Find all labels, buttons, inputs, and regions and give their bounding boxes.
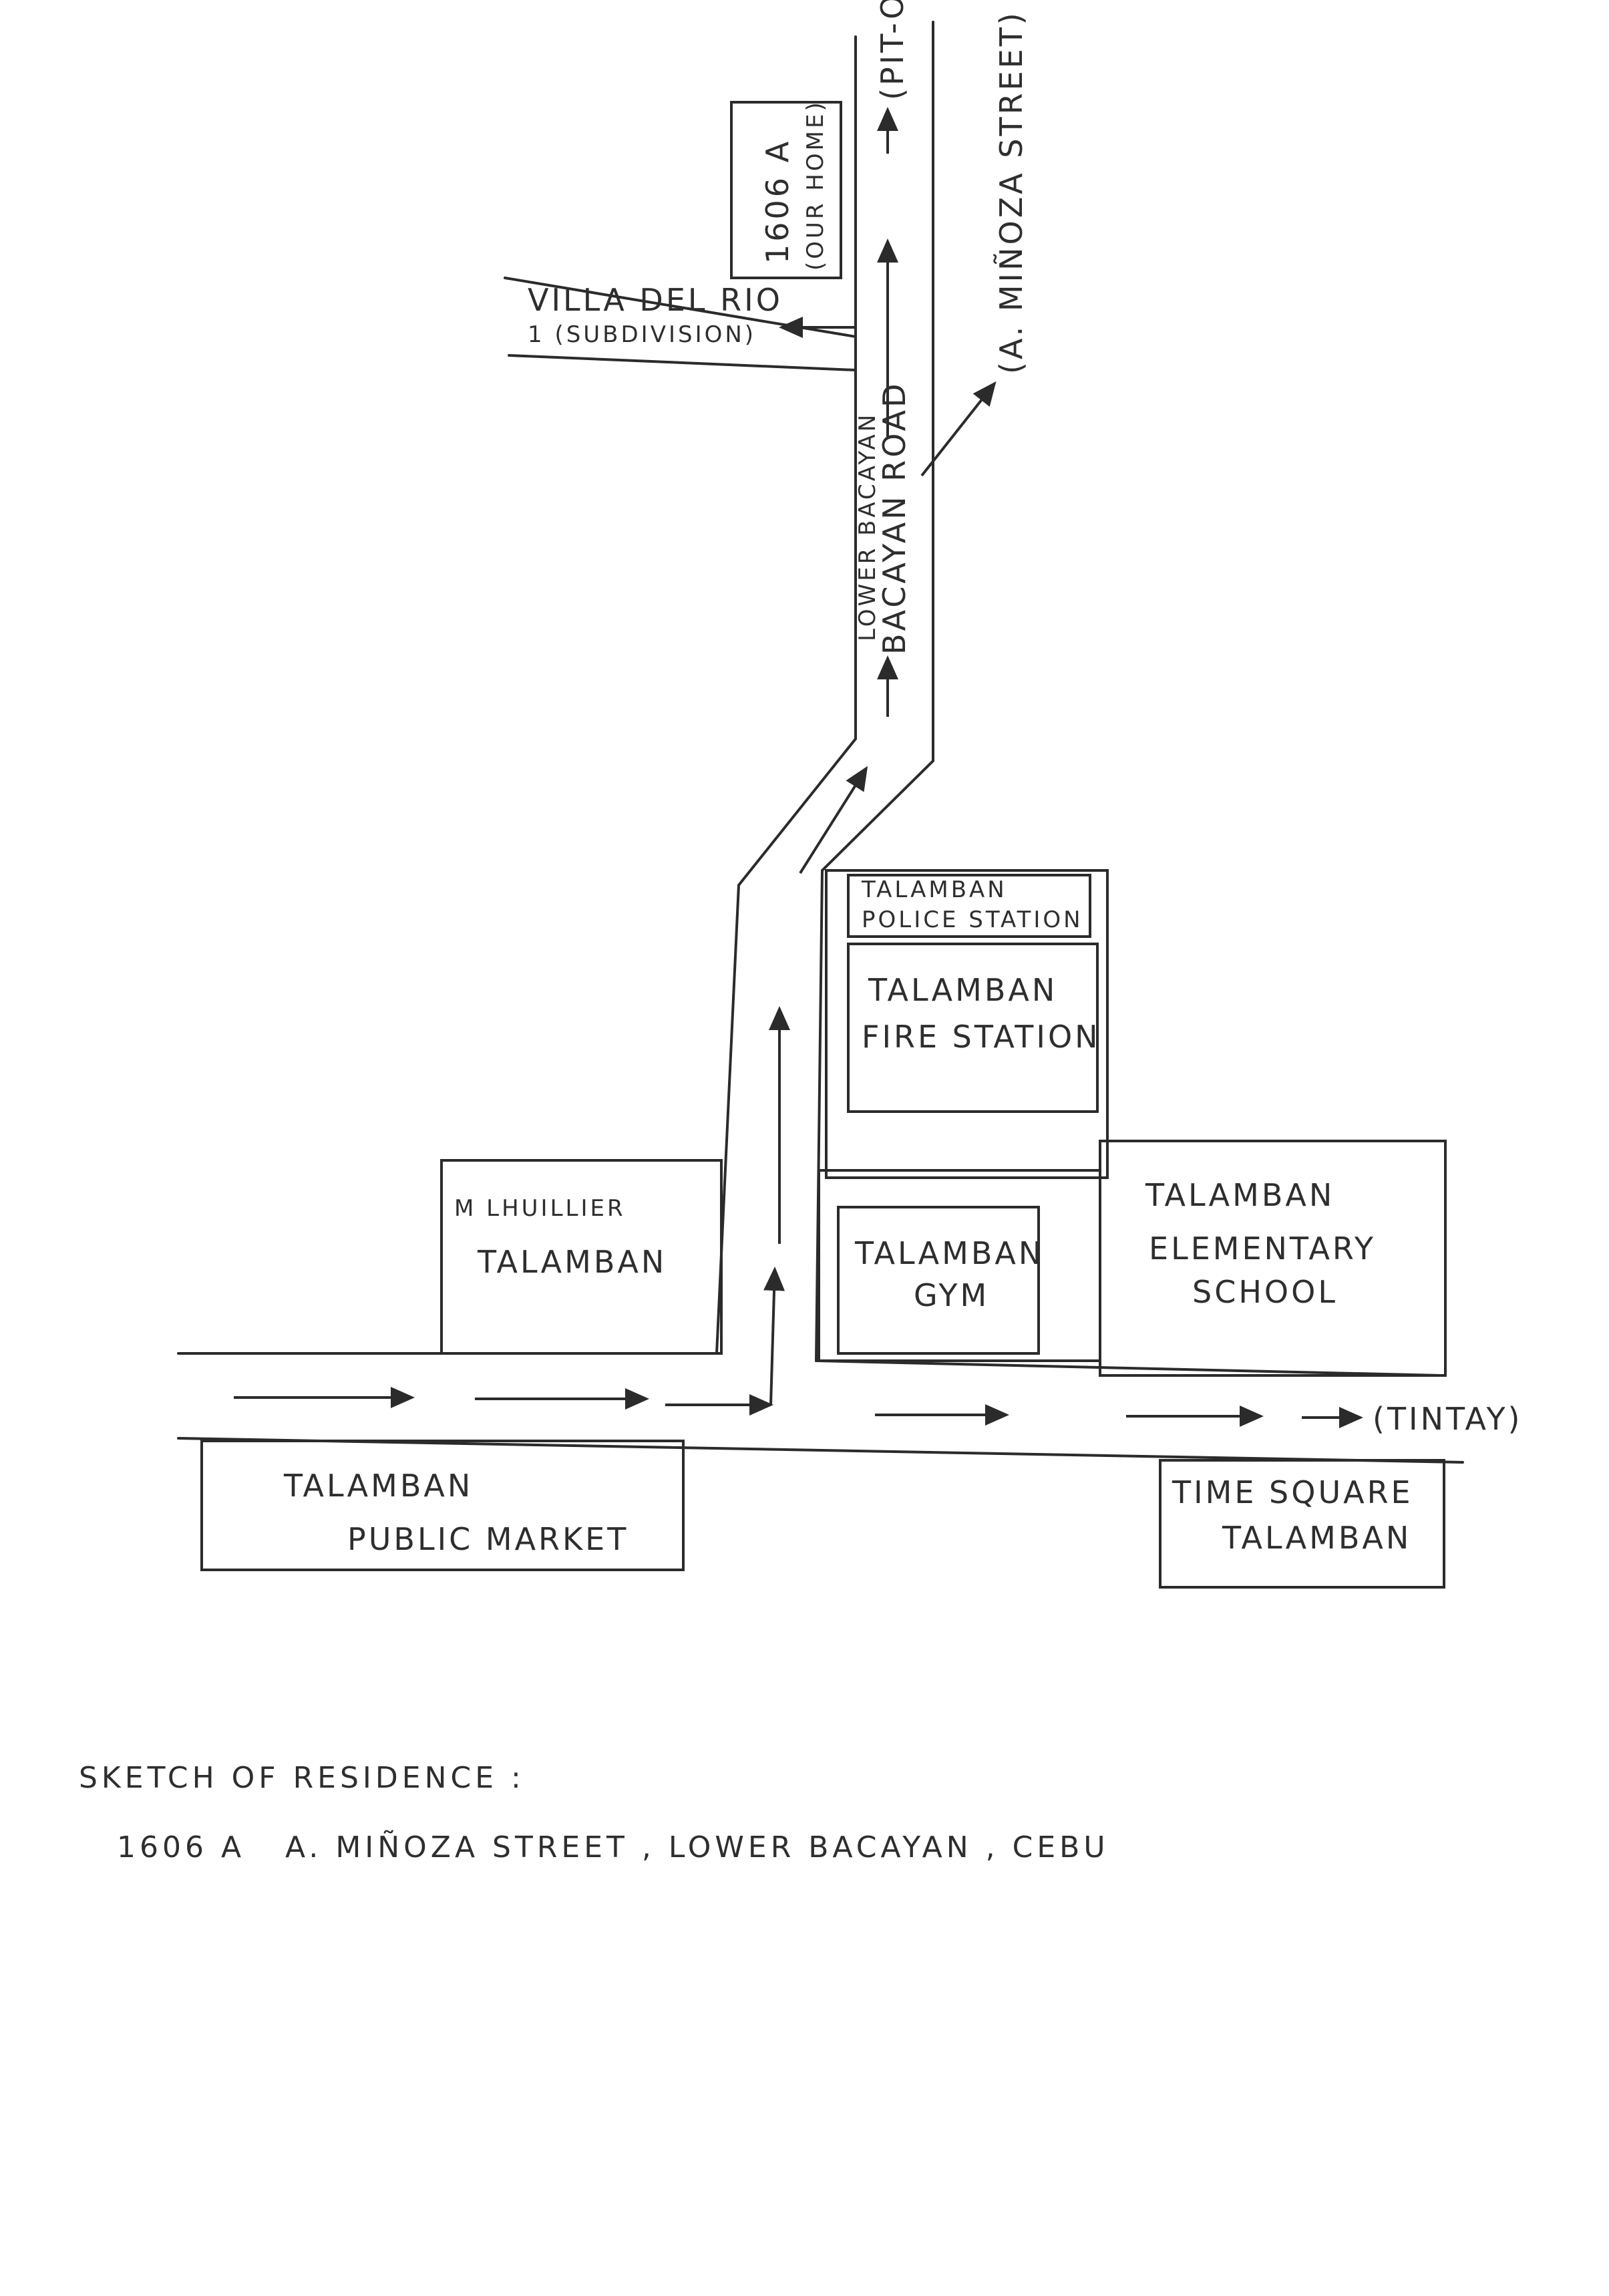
market-line1: TALAMBAN bbox=[283, 1468, 473, 1504]
police-station-box bbox=[847, 874, 1091, 938]
mlhuillier-box bbox=[440, 1159, 723, 1355]
fire-station-line2: FIRE STATION bbox=[862, 1019, 1101, 1055]
direction-arrows bbox=[234, 107, 1363, 1428]
destination-pit-o: (PIT-O bbox=[874, 0, 910, 100]
subdivision-label-line1: VILLA DEL RIO bbox=[528, 282, 783, 318]
police-station-line1: TALAMBAN bbox=[861, 876, 1007, 903]
fire-station-box bbox=[847, 943, 1099, 1113]
police-station-line2: POLICE STATION bbox=[862, 907, 1083, 933]
home-box bbox=[730, 101, 842, 279]
mlhuillier-line2: TALAMBAN bbox=[477, 1244, 667, 1280]
gym-line2: GYM bbox=[914, 1277, 989, 1313]
station-block bbox=[825, 869, 1109, 1179]
school-line3: SCHOOL bbox=[1192, 1274, 1338, 1310]
gym-box bbox=[837, 1206, 1040, 1355]
destination-tintay: (TINTAY) bbox=[1373, 1401, 1523, 1437]
road-label-a-minoza-street: (A. MIÑOZA STREET) bbox=[993, 10, 1029, 374]
school-line1: TALAMBAN bbox=[1145, 1177, 1334, 1213]
market-line2: PUBLIC MARKET bbox=[347, 1521, 629, 1557]
school-line2: ELEMENTARY bbox=[1149, 1231, 1376, 1267]
home-label: (OUR HOME) bbox=[802, 100, 829, 271]
road-label-lower-bacayan: LOWER BACAYAN bbox=[854, 412, 881, 641]
east-west-road-lines bbox=[177, 1352, 1464, 1464]
road-label-bacayan-road: BACAYAN ROAD bbox=[876, 381, 912, 655]
sketch-address: 1606 A A. MIÑOZA STREET , LOWER BACAYAN … bbox=[117, 1830, 1109, 1864]
gym-line1: TALAMBAN bbox=[854, 1235, 1044, 1271]
sketch-title: SKETCH OF RESIDENCE : bbox=[79, 1761, 525, 1795]
mlhuillier-line1: M LHUILLIER bbox=[454, 1195, 626, 1222]
subdivision-label-line2: 1 (SUBDIVISION) bbox=[528, 321, 756, 348]
main-road-lines bbox=[715, 21, 934, 1362]
public-market-box bbox=[200, 1440, 685, 1571]
elementary-school-box bbox=[1099, 1140, 1447, 1377]
home-number: 1606 A bbox=[759, 139, 795, 264]
time-square-line1: TIME SQUARE bbox=[1172, 1474, 1413, 1510]
time-square-box bbox=[1159, 1459, 1445, 1589]
fire-station-line1: TALAMBAN bbox=[868, 972, 1057, 1008]
time-square-line2: TALAMBAN bbox=[1222, 1520, 1411, 1556]
